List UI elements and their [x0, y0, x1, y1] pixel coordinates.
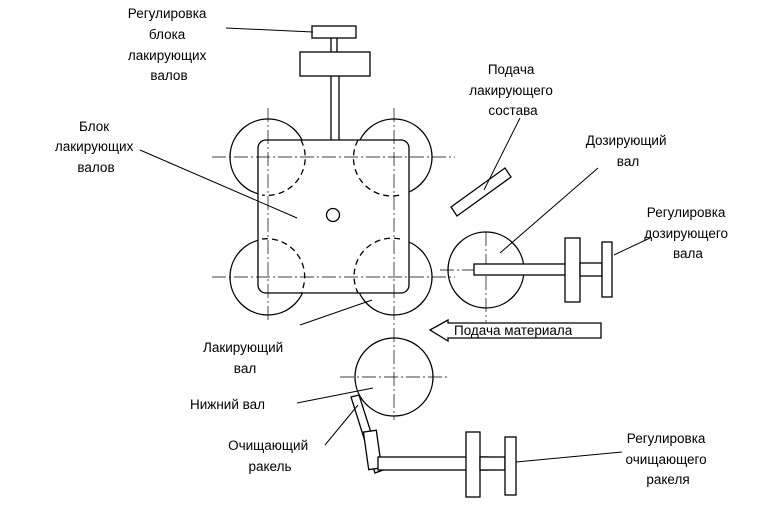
label-block-adjust: Регулировка блока лакирующих валов — [128, 6, 210, 83]
label-blade-adjust: Регулировка очищающего ракеля — [626, 431, 711, 487]
blade-adjust-shaft — [479, 456, 506, 471]
metering-assembly — [447, 231, 613, 309]
label-coating-block: Блок лакирующих валов — [55, 119, 137, 175]
doctor-blade-assembly — [350, 394, 517, 498]
block-adjust-mechanism — [299, 25, 371, 140]
blade-adjust-plate — [465, 431, 481, 498]
coating-supply-nozzle — [450, 167, 512, 217]
material-feed-arrow — [428, 318, 602, 343]
block-adjust-handwheel — [311, 25, 357, 39]
blade-adjust-handwheel — [504, 436, 517, 496]
label-doctor-blade: Очищающий ракель — [228, 438, 312, 474]
center-lines — [212, 108, 530, 420]
block-adjust-nut — [299, 51, 371, 77]
label-coating-roll: Лакирующий вал — [203, 340, 287, 376]
leader-lines — [139, 27, 651, 463]
label-bottom-roll: Нижний вал — [190, 397, 265, 412]
coating-block-housing — [257, 139, 410, 294]
metering-adjust-handwheel — [601, 241, 613, 298]
hidden-roll-outlines — [261, 139, 401, 294]
blade-holder — [362, 429, 383, 471]
label-coating-supply: Подача лакирующего состава — [469, 62, 556, 118]
bottom-roll — [354, 337, 434, 417]
label-metering-adjust: Регулировка дозирующего вала — [644, 205, 732, 261]
label-material-feed: Подача материала — [454, 323, 573, 338]
block-center-pivot — [325, 207, 341, 223]
label-metering-roll: Дозирующий вал — [586, 133, 671, 169]
metering-adjust-plate — [564, 237, 581, 303]
metering-adjust-shaft — [579, 262, 603, 277]
